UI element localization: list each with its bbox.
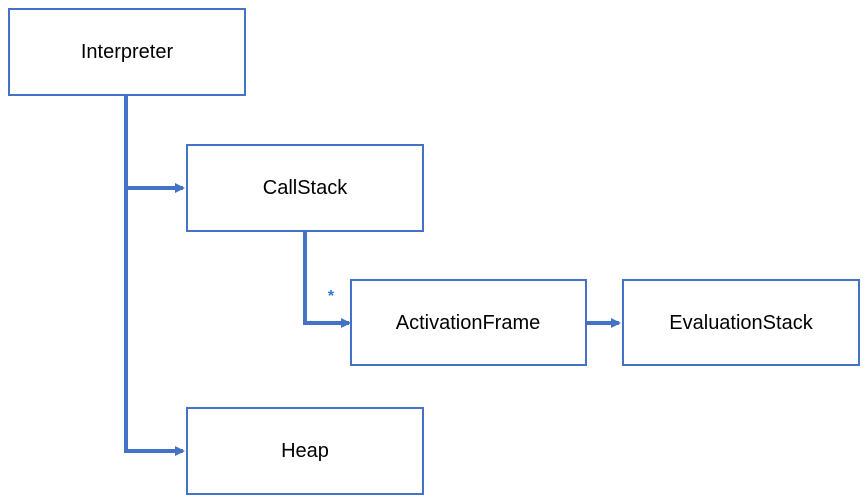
- connectors: [124, 95, 621, 456]
- node-activationframe[interactable]: ActivationFrame: [350, 279, 587, 366]
- node-callstack-label: CallStack: [263, 177, 348, 199]
- node-heap[interactable]: Heap: [186, 407, 424, 495]
- node-evaluationstack-label: EvaluationStack: [669, 312, 813, 334]
- node-interpreter[interactable]: Interpreter: [8, 8, 246, 96]
- node-interpreter-box: [8, 8, 246, 96]
- node-heap-label: Heap: [281, 440, 329, 462]
- multiplicity-label: *: [328, 288, 335, 305]
- node-interpreter-label: Interpreter: [81, 41, 174, 63]
- node-callstack[interactable]: CallStack: [186, 144, 424, 232]
- edge-callstack-activationframe: [303, 231, 351, 328]
- node-heap-box: [186, 407, 424, 495]
- node-activationframe-box: [350, 279, 587, 366]
- node-evaluationstack[interactable]: EvaluationStack: [622, 279, 860, 366]
- node-callstack-box: [186, 144, 424, 232]
- node-evaluationstack-box: [622, 279, 860, 366]
- node-activationframe-label: ActivationFrame: [396, 312, 541, 334]
